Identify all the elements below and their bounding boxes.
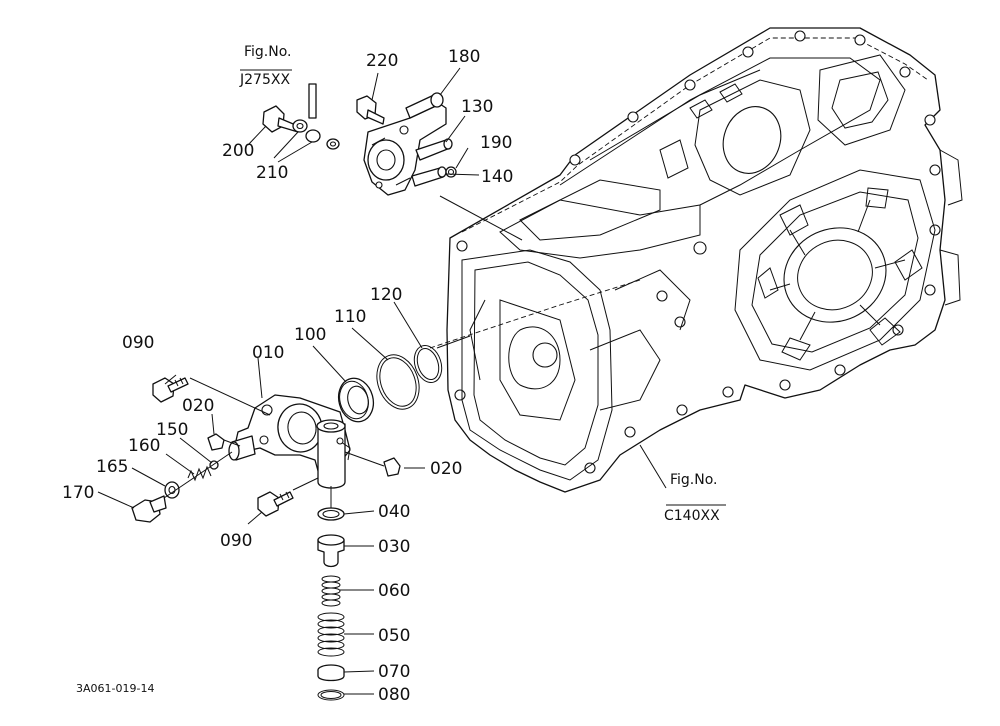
callout-030: 030 — [378, 537, 410, 557]
transmission-case — [429, 27, 963, 493]
valve-body-180 — [363, 92, 447, 196]
upper-valve-assembly — [262, 83, 457, 196]
figref-j275-number: J275XX — [239, 72, 290, 88]
callout-220: 220 — [366, 51, 398, 71]
callout-170: 170 — [62, 483, 94, 503]
spring-050 — [317, 612, 345, 657]
plug-020-right — [344, 451, 401, 477]
plug-020-left — [207, 433, 241, 451]
plug-170 — [131, 495, 167, 523]
bolt-220 — [356, 95, 385, 125]
valve-housing-010 — [228, 394, 351, 489]
callout-190: 190 — [480, 133, 512, 153]
callout-leaders — [97, 67, 726, 695]
bolt-090-upper-leader — [189, 377, 271, 416]
callout-090-lower: 090 — [220, 531, 252, 551]
spring-060 — [321, 575, 341, 607]
ring-040 — [317, 507, 345, 521]
callout-100: 100 — [294, 325, 326, 345]
callout-120: 120 — [370, 285, 402, 305]
callout-020-left: 020 — [182, 396, 214, 416]
figref-j275-caption: Fig.No. — [244, 44, 292, 60]
callout-110: 110 — [334, 307, 366, 327]
callout-200: 200 — [222, 141, 254, 161]
callout-150: 150 — [156, 420, 188, 440]
spring-160 — [187, 465, 212, 482]
callout-130: 130 — [461, 97, 493, 117]
callout-090-upper: 090 — [122, 333, 154, 353]
callout-040: 040 — [378, 502, 410, 522]
washer-210b — [305, 129, 321, 143]
figref-c140-caption: Fig.No. — [670, 472, 718, 488]
plug-170-leader — [163, 451, 233, 499]
assembly-centerline-lower — [436, 335, 471, 349]
figref-c140-number: C140XX — [664, 508, 720, 524]
oil-seal-100 — [337, 377, 375, 423]
callout-050: 050 — [378, 626, 410, 646]
callout-165: 165 — [96, 457, 128, 477]
pipe-140 — [411, 166, 447, 187]
callout-070: 070 — [378, 662, 410, 682]
callout-210: 210 — [256, 163, 288, 183]
spool-030 — [317, 534, 345, 568]
ring-110 — [376, 354, 420, 410]
pipe-130 — [415, 138, 453, 161]
assembly-centerline-upper — [439, 195, 523, 241]
snap-ring-080 — [317, 689, 345, 701]
callout-140: 140 — [481, 167, 513, 187]
callout-180: 180 — [448, 47, 480, 67]
callout-010: 010 — [252, 343, 284, 363]
bolt-090-upper — [152, 377, 189, 403]
figure-code: 3A061-019-14 — [76, 682, 154, 695]
callout-060: 060 — [378, 581, 410, 601]
callout-020-right: 020 — [430, 459, 462, 479]
dowel-rod — [308, 83, 317, 119]
oring-120 — [413, 344, 443, 384]
bolt-090-lower-leader — [292, 477, 319, 491]
callout-160: 160 — [128, 436, 160, 456]
cap-070 — [317, 664, 345, 682]
callout-080: 080 — [378, 685, 410, 705]
bolt-090-lower — [257, 491, 294, 517]
